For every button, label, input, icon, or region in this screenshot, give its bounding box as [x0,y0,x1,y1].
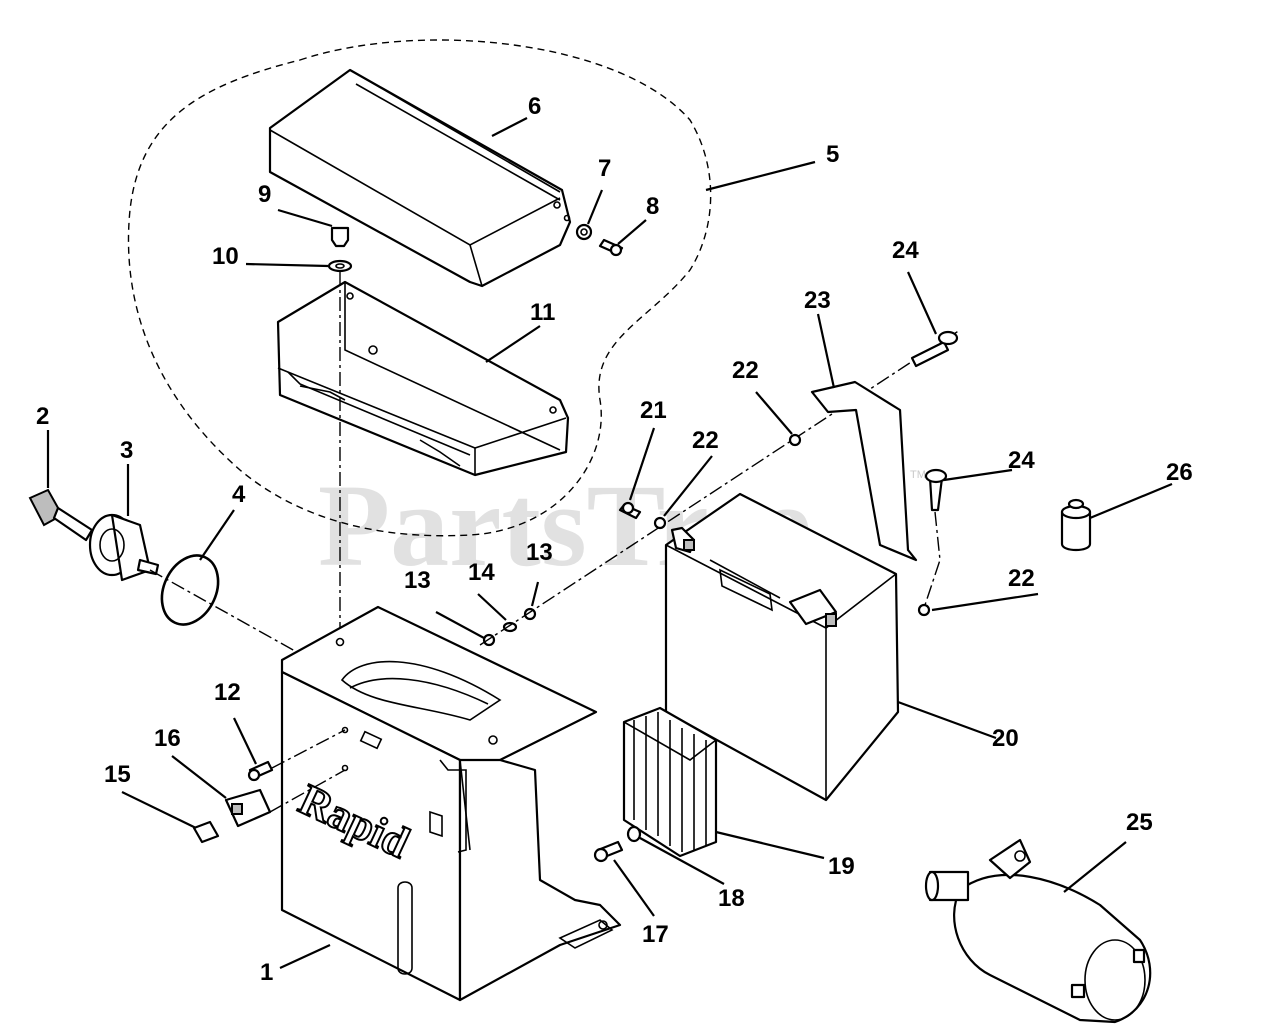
part-17-screw [593,840,624,863]
part-15-connector [192,820,220,844]
callout-17: 17 [642,921,669,948]
callout-22c: 22 [1008,565,1035,592]
callout-25: 25 [1126,809,1153,836]
callout-26: 26 [1166,459,1193,486]
callout-15: 15 [104,761,131,788]
callout-7: 7 [598,155,611,182]
callout-10: 10 [212,243,239,270]
alignment-line-switch [149,569,321,666]
callout-21: 21 [640,397,667,424]
part-24-carriage-bolt-b [924,468,948,512]
alignment-line-screw [271,729,346,769]
callout-9: 9 [258,181,271,208]
part-4-retaining-ring [160,554,220,626]
callout-6: 6 [528,93,541,120]
callout-11: 11 [530,299,555,326]
part-6-cover-lid [268,68,572,288]
callout-22a: 22 [692,427,719,454]
part-13-nut-b [523,607,537,621]
part-3-ignition-switch [88,513,160,582]
part-22-nut-b [788,433,802,447]
part-16-switch-block [224,788,272,828]
part-22-nut-c [917,603,931,617]
callout-22b: 22 [732,357,759,384]
part-20-battery [664,492,900,802]
callout-13a: 13 [404,567,431,594]
callout-8: 8 [646,193,659,220]
callout-24a: 24 [892,237,919,264]
callout-13b: 13 [526,539,553,566]
part-12-screw [247,760,274,782]
callout-1: 1 [260,959,273,986]
part-22-nut-a [653,516,667,530]
part-8-screw [598,238,624,257]
callout-4: 4 [232,481,246,508]
callout-24b: 24 [1008,447,1035,474]
part-26-cap [1060,498,1092,552]
callout-14: 14 [468,559,495,586]
part-19-regulator [622,706,718,858]
leader-lines [46,117,1173,969]
part-18-washer [626,825,642,843]
callout-20: 20 [992,725,1019,752]
cover-assembly-boundary [127,39,712,537]
part-24-carriage-bolt-a [910,330,959,368]
part-1-base-bracket: Rapid [280,605,622,1002]
callout-23: 23 [804,287,831,314]
callout-12: 12 [214,679,241,706]
part-13-nut-a [482,633,496,647]
alignment-line-bolt [924,511,941,606]
watermark-trademark: TM [910,469,926,481]
alignment-line-holddown [479,329,961,646]
part-14-washer [502,621,518,633]
part-9-bolt [330,226,350,248]
part-11-tray [276,280,570,477]
callout-2: 2 [36,403,49,430]
callout-19: 19 [828,853,855,880]
callout-5: 5 [826,141,839,168]
callout-16: 16 [154,725,181,752]
part-7-nut [575,223,593,241]
part-10-washer [327,259,353,273]
callout-18: 18 [718,885,745,912]
part-2-key [28,488,94,542]
part-23-holddown-bracket [810,380,918,562]
part-25-starter-motor [924,838,1152,1024]
callout-3: 3 [120,437,133,464]
part-21-bolt [618,501,642,520]
